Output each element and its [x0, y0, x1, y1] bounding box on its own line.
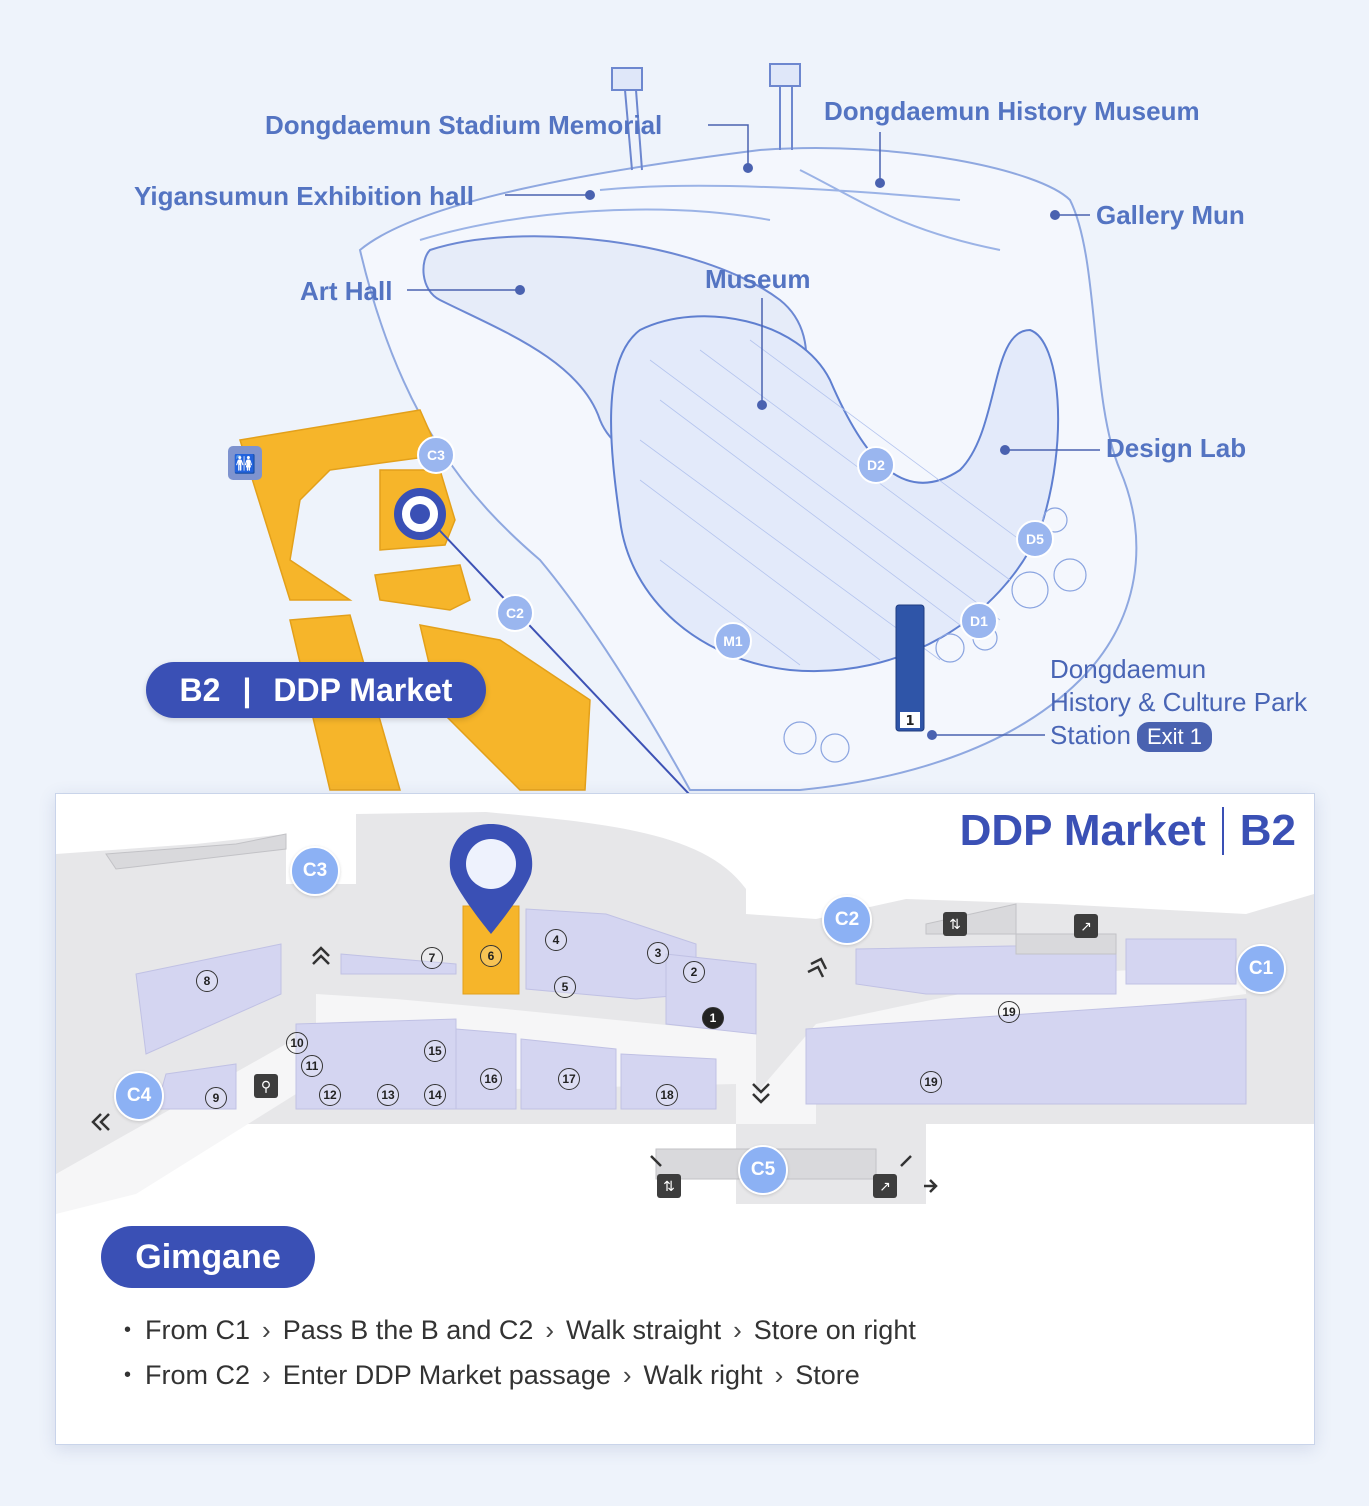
- label-yigansumun: Yigansumun Exhibition hall: [134, 181, 474, 211]
- pill-divider: |: [242, 671, 252, 708]
- panel-title: DDP Market B2: [960, 806, 1296, 856]
- bullet: •: [124, 1364, 132, 1386]
- shop-number: 18: [656, 1084, 678, 1106]
- exit-c3-marker: C3: [290, 846, 340, 896]
- shop-number: 16: [480, 1068, 502, 1090]
- route-from-c1: • From C1 › Pass B the B and C2 › Walk s…: [124, 1315, 916, 1346]
- title-separator: [1221, 807, 1224, 855]
- pill-floor: B2: [179, 671, 221, 708]
- escalator-icon: ↗: [873, 1174, 897, 1198]
- leader-dots: [515, 163, 1060, 740]
- route-step: Walk straight: [566, 1315, 722, 1345]
- shop-number: 5: [554, 976, 576, 998]
- route-from-c2: • From C2 › Enter DDP Market passage › W…: [124, 1360, 860, 1391]
- bullet: •: [124, 1319, 132, 1341]
- route-step: Walk right: [643, 1360, 763, 1390]
- shop-number: 4: [545, 929, 567, 951]
- leader-lines: [407, 124, 1100, 736]
- roof-paths: [419, 169, 1001, 251]
- chevron-right-icon: ›: [262, 1360, 271, 1390]
- label-design-lab: Design Lab: [1106, 433, 1247, 463]
- shop-number: 19: [920, 1071, 942, 1093]
- label-station-line2: History & Culture Park: [1050, 687, 1308, 717]
- market-floor-pill: B2 | DDP Market: [146, 662, 486, 718]
- station-word: Station: [1050, 720, 1131, 750]
- route-step: From C1: [145, 1315, 251, 1345]
- entrance-d5-marker: D5: [1016, 520, 1054, 558]
- shop-number: 17: [558, 1068, 580, 1090]
- restroom-icon: ⚲: [254, 1074, 278, 1098]
- light-towers: [611, 63, 801, 171]
- pill-name: DDP Market: [273, 671, 453, 708]
- label-history-museum: Dongdaemun History Museum: [824, 96, 1200, 126]
- route-step: From C2: [145, 1360, 251, 1390]
- exit-c2-marker: C2: [822, 895, 872, 945]
- chevron-right-icon: ›: [774, 1360, 784, 1390]
- entrance-d1-marker: D1: [960, 602, 998, 640]
- route-step: Store on right: [753, 1315, 916, 1345]
- overview-map: 🚻 1: [134, 63, 1308, 795]
- elevator-icon: ⇅: [943, 912, 967, 936]
- label-gallery-mun: Gallery Mun: [1096, 200, 1245, 230]
- restroom-icon: [228, 446, 262, 480]
- direction-arrows: [91, 946, 938, 1193]
- route-step: Enter DDP Market passage: [282, 1360, 611, 1390]
- floor-plan-panel: DDP Market B2 C3 C2 C1 C4 C5 1 2 3 4 5 6…: [55, 793, 1315, 1445]
- shop-number: 15: [424, 1040, 446, 1062]
- route-step: Store: [795, 1360, 860, 1390]
- shop-number: 3: [647, 942, 669, 964]
- shop-number: 19: [998, 1001, 1020, 1023]
- shop-number: 7: [421, 947, 443, 969]
- shop-number: 13: [377, 1084, 399, 1106]
- pointer-line: [424, 514, 691, 795]
- entrance-c2-marker: C2: [496, 594, 534, 632]
- label-museum: Museum: [705, 264, 811, 294]
- chevron-right-icon: ›: [622, 1360, 632, 1390]
- exit-badge: Exit 1: [1136, 722, 1212, 752]
- panel-title-name: DDP Market: [959, 806, 1206, 855]
- overview-drawing: 🚻 1: [228, 63, 1138, 795]
- exit-c4-marker: C4: [114, 1071, 164, 1121]
- shop-number: 2: [683, 961, 705, 983]
- label-stadium-memorial: Dongdaemun Stadium Memorial: [265, 110, 663, 140]
- svg-text:1: 1: [905, 714, 914, 729]
- floor-plan-drawing: [56, 794, 1314, 1444]
- store-name-pill: Gimgane: [101, 1226, 315, 1288]
- elevator-icon: ⇅: [657, 1174, 681, 1198]
- chevron-right-icon: ›: [262, 1315, 271, 1345]
- shop-number: 12: [319, 1084, 341, 1106]
- chevron-right-icon: ›: [545, 1315, 555, 1345]
- shop-number: 1: [702, 1007, 724, 1029]
- shop-number: 11: [301, 1055, 323, 1077]
- station-pylon: [895, 604, 925, 732]
- shop-number: 6: [480, 945, 502, 967]
- route-step: Pass B the B and C2: [282, 1315, 534, 1345]
- trees: [783, 507, 1087, 763]
- shop-blocks: [135, 908, 1247, 1110]
- shop-number: 9: [205, 1087, 227, 1109]
- label-station-line1: Dongdaemun: [1050, 654, 1207, 684]
- entrance-d2-marker: D2: [857, 446, 895, 484]
- mesh-hatch: [639, 339, 1021, 666]
- entrance-c3-marker: C3: [417, 436, 455, 474]
- label-art-hall: Art Hall: [300, 276, 393, 306]
- escalator-icon: ↗: [1074, 914, 1098, 938]
- exit-c5-marker: C5: [738, 1145, 788, 1195]
- chevron-right-icon: ›: [733, 1315, 742, 1345]
- shop-number: 14: [424, 1084, 446, 1106]
- svg-text:🚻: 🚻: [234, 453, 256, 475]
- shop-number: 8: [196, 970, 218, 992]
- shop-number: 10: [286, 1032, 308, 1054]
- panel-title-floor: B2: [1239, 806, 1296, 855]
- exit-c1-marker: C1: [1236, 944, 1286, 994]
- pin-inner: [466, 839, 516, 889]
- entrance-m1-marker: M1: [714, 622, 752, 660]
